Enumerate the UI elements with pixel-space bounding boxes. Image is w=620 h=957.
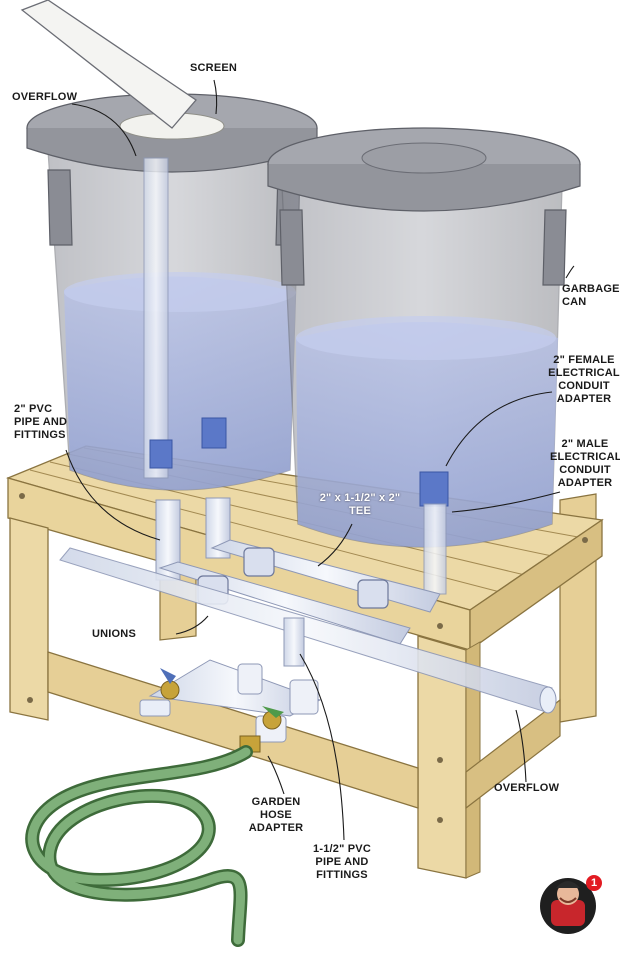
leader-male-adapter xyxy=(451,491,561,513)
union-3 xyxy=(357,579,389,609)
downspout xyxy=(20,0,197,129)
leader-garbage-can xyxy=(565,265,575,279)
label-female-adapter: 2" FEMALE ELECTRICAL CONDUIT ADAPTER xyxy=(548,354,620,405)
union-1 xyxy=(243,547,275,577)
label-overflow-bottom: OVERFLOW xyxy=(494,782,560,794)
stand-front-leg-left xyxy=(9,517,49,721)
garbage-can-right xyxy=(267,127,581,548)
label-male-adapter: 2" MALE ELECTRICAL CONDUIT ADAPTER xyxy=(550,438,620,489)
overflow-pipe xyxy=(59,547,553,713)
garden-hose xyxy=(25,745,253,947)
label-garbage-can: GARBAGE CAN xyxy=(562,283,620,308)
label-pvc-2in: 2" PVC PIPE AND FITTINGS xyxy=(14,403,68,441)
leader-unions xyxy=(175,615,209,635)
leader-tee xyxy=(317,523,353,567)
notification-badge: 1 xyxy=(586,875,602,891)
label-screen: SCREEN xyxy=(190,62,238,74)
stand-lower-stretcher xyxy=(47,651,419,809)
pipe-system xyxy=(59,157,557,753)
handyman-mascot-icon xyxy=(540,878,596,934)
label-overflow-top: OVERFLOW xyxy=(12,91,78,103)
leader-pvc-2in xyxy=(65,449,161,541)
leader-screen xyxy=(213,79,218,115)
leader-overflow-bottom xyxy=(515,709,527,783)
label-tee: 2" x 1-1/2" x 2" TEE xyxy=(319,492,401,517)
leader-overflow-top xyxy=(71,103,137,157)
leader-female-adapter xyxy=(445,391,553,467)
leader-lines xyxy=(65,79,575,841)
label-pvc-15in: 1-1/2" PVC PIPE AND FITTINGS xyxy=(313,843,371,881)
garbage-can-left xyxy=(26,93,318,491)
label-unions: UNIONS xyxy=(92,628,136,640)
stand-side-apron xyxy=(469,518,603,652)
leader-pvc-15in xyxy=(299,653,345,841)
label-garden-hose-adapter: GARDEN HOSE ADAPTER xyxy=(248,796,304,834)
leader-garden-hose-adapter xyxy=(267,755,285,795)
